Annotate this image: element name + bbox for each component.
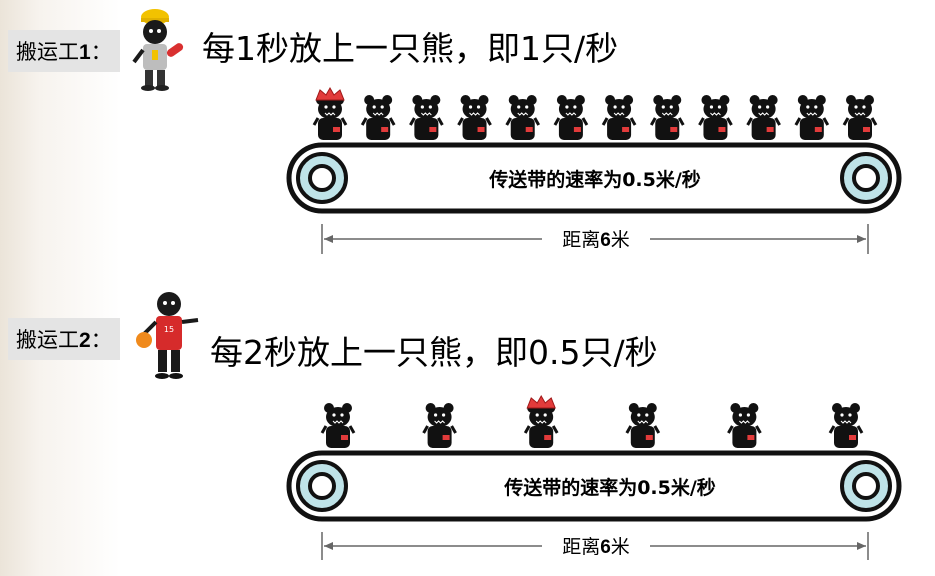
bear-icon [601,95,637,140]
worker-1-number: 1 [79,41,91,64]
bear-icon [312,86,348,140]
belt-2-body [286,450,902,522]
bear-icon [409,95,444,140]
bear-icon [553,95,589,140]
distance-1: 距离6米 [321,224,869,254]
worker-2-headline: 每2秒放上一只熊，即0.5只/秒 [210,333,658,372]
bear-icon [698,95,733,140]
belt-2-left-wheel-icon [296,460,348,512]
distance-2: 距离6米 [321,532,869,560]
distance-1-label: 距离6米 [562,229,630,251]
worker-1-figure-icon [132,9,184,91]
belt-2-right-wheel-icon [840,460,892,512]
distance-2-label: 距离6米 [562,536,630,558]
belt-2: 传送带的速率为0.5米/秒 [286,450,902,522]
worker-2-prefix: 搬运工 [16,328,79,352]
bear-icon [649,95,685,140]
bear-icon [625,403,661,448]
worker-2-figure-icon: 15 [136,292,199,379]
worker-1-headline: 每1秒放上一只熊，即1只/秒 [202,29,619,68]
belt-1-left-wheel-icon [296,152,348,204]
bear-icon [828,403,864,448]
worker-1-suffix: ： [90,40,112,64]
bear-icon [523,394,559,448]
worker-2-label: 搬运工2： [8,318,120,360]
belt-1-label: 传送带的速率为0.5米/秒 [488,168,701,191]
bears-row-2 [320,394,864,448]
bear-icon [842,95,878,140]
bear-icon [794,95,830,140]
bear-icon [505,95,541,140]
bear-icon [422,403,457,448]
bears-row-1 [312,86,878,140]
worker-1-label: 搬运工1： [8,30,120,72]
svg-text:15: 15 [164,325,174,334]
bear-icon [746,95,781,140]
belt-2-label: 传送带的速率为0.5米/秒 [503,476,716,499]
bear-icon [457,95,492,140]
bear-icon [320,403,356,448]
belt-1: 传送带的速率为0.5米/秒 [286,142,902,214]
worker-2-suffix: ： [90,328,112,352]
worker-2-number: 2 [79,329,91,352]
belt-1-body [286,142,902,214]
belt-1-right-wheel-icon [840,152,892,204]
bear-icon [727,403,762,448]
bear-icon [360,95,396,140]
worker-1-prefix: 搬运工 [16,40,79,64]
